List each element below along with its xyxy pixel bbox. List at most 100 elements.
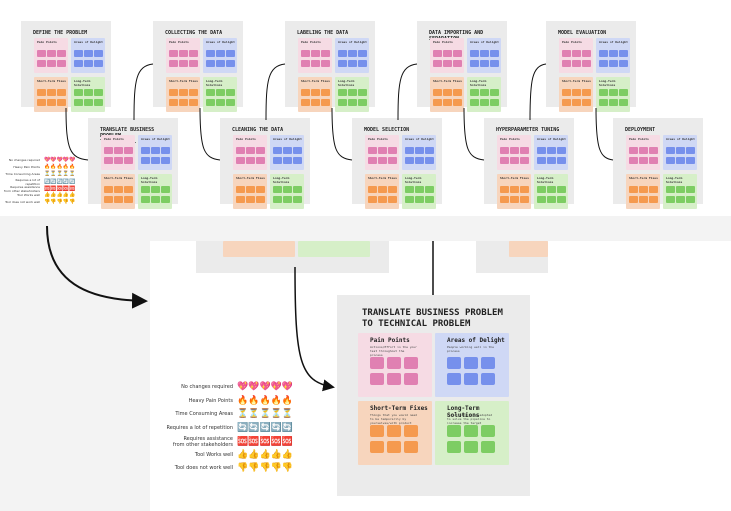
quadrant-long[interactable]: Long-Term Solutions bbox=[663, 174, 697, 209]
sticky-note[interactable] bbox=[169, 50, 178, 57]
quadrant-short[interactable]: Short-Term Fixes bbox=[233, 174, 267, 209]
quadrant-short[interactable]: Short-Term Fixes bbox=[559, 77, 593, 112]
sticky-note[interactable] bbox=[676, 186, 685, 193]
sticky-note[interactable] bbox=[470, 60, 479, 67]
sticky-note[interactable] bbox=[547, 186, 556, 193]
quadrant-pain[interactable]: Pain Points bbox=[101, 135, 135, 170]
sticky-note[interactable] bbox=[311, 60, 320, 67]
sticky-note[interactable] bbox=[639, 186, 648, 193]
sticky-note[interactable] bbox=[338, 50, 347, 57]
quadrant-short[interactable]: Short-Term Fixes bbox=[626, 174, 660, 209]
sticky-note[interactable] bbox=[520, 157, 529, 164]
sticky-note[interactable] bbox=[425, 147, 434, 154]
sticky-note[interactable] bbox=[490, 89, 499, 96]
sticky-note[interactable] bbox=[293, 186, 302, 193]
sticky-note[interactable] bbox=[104, 196, 113, 203]
quadrant-long[interactable]: Long-Term Solutions bbox=[402, 174, 436, 209]
sticky-note[interactable] bbox=[609, 89, 618, 96]
sticky-note[interactable] bbox=[368, 147, 377, 154]
sticky-note[interactable] bbox=[84, 60, 93, 67]
sticky-note[interactable] bbox=[114, 196, 123, 203]
sticky-note[interactable] bbox=[481, 441, 495, 453]
quadrant-short[interactable]: Short-Term Fixes bbox=[430, 77, 464, 112]
sticky-note[interactable] bbox=[283, 186, 292, 193]
sticky-note[interactable] bbox=[368, 157, 377, 164]
sticky-note[interactable] bbox=[378, 186, 387, 193]
sticky-note[interactable] bbox=[464, 441, 478, 453]
sticky-note[interactable] bbox=[582, 50, 591, 57]
sticky-note[interactable] bbox=[404, 357, 418, 369]
sticky-note[interactable] bbox=[206, 99, 215, 106]
sticky-note[interactable] bbox=[433, 60, 442, 67]
sticky-note[interactable] bbox=[161, 186, 170, 193]
stage-frame-translate[interactable]: TRANSLATE BUSINESS PROBLEM TO TECHNICAL … bbox=[88, 118, 178, 209]
quadrant-delight[interactable]: Areas of Delight bbox=[663, 135, 697, 170]
sticky-note[interactable] bbox=[378, 147, 387, 154]
sticky-note[interactable] bbox=[321, 89, 330, 96]
quadrant-delight[interactable]: Areas of Delight bbox=[270, 135, 304, 170]
quadrant-long[interactable]: Long-Term Solutions bbox=[270, 174, 304, 209]
quadrant-long[interactable]: Long-Term Solutions bbox=[596, 77, 630, 112]
sticky-note[interactable] bbox=[480, 99, 489, 106]
sticky-note[interactable] bbox=[537, 157, 546, 164]
sticky-note[interactable] bbox=[490, 50, 499, 57]
sticky-note[interactable] bbox=[490, 99, 499, 106]
quadrant-short[interactable]: Short-Term Fixes bbox=[34, 77, 68, 112]
sticky-note[interactable] bbox=[370, 357, 384, 369]
sticky-note[interactable] bbox=[404, 441, 418, 453]
sticky-note[interactable] bbox=[84, 50, 93, 57]
sticky-note[interactable] bbox=[256, 157, 265, 164]
quadrant-pain[interactable]: Pain Points bbox=[559, 38, 593, 73]
quadrant-delight[interactable]: Areas of Delight bbox=[467, 38, 501, 73]
sticky-note[interactable] bbox=[619, 50, 628, 57]
quadrant-pain[interactable]: Pain Points bbox=[298, 38, 332, 73]
sticky-note[interactable] bbox=[388, 157, 397, 164]
sticky-note[interactable] bbox=[311, 50, 320, 57]
sticky-note[interactable] bbox=[169, 89, 178, 96]
sticky-note[interactable] bbox=[666, 147, 675, 154]
sticky-note[interactable] bbox=[141, 147, 150, 154]
sticky-note[interactable] bbox=[206, 89, 215, 96]
quadrant-long[interactable]: Long-Term Solutions bbox=[467, 77, 501, 112]
sticky-note[interactable] bbox=[547, 196, 556, 203]
sticky-note[interactable] bbox=[686, 196, 695, 203]
sticky-note[interactable] bbox=[370, 425, 384, 437]
sticky-note[interactable] bbox=[378, 196, 387, 203]
sticky-note[interactable] bbox=[236, 196, 245, 203]
sticky-note[interactable] bbox=[206, 50, 215, 57]
sticky-note[interactable] bbox=[547, 147, 556, 154]
sticky-note[interactable] bbox=[510, 186, 519, 193]
quadrant-pain[interactable]: Pain Points bbox=[166, 38, 200, 73]
sticky-note[interactable] bbox=[358, 50, 367, 57]
sticky-note[interactable] bbox=[124, 196, 133, 203]
sticky-note[interactable] bbox=[236, 186, 245, 193]
sticky-note[interactable] bbox=[358, 99, 367, 106]
sticky-note[interactable] bbox=[321, 60, 330, 67]
sticky-note[interactable] bbox=[388, 147, 397, 154]
sticky-note[interactable] bbox=[338, 89, 347, 96]
sticky-note[interactable] bbox=[547, 157, 556, 164]
sticky-note[interactable] bbox=[236, 157, 245, 164]
sticky-note[interactable] bbox=[562, 99, 571, 106]
sticky-note[interactable] bbox=[321, 50, 330, 57]
sticky-note[interactable] bbox=[370, 441, 384, 453]
sticky-note[interactable] bbox=[537, 186, 546, 193]
sticky-note[interactable] bbox=[500, 186, 509, 193]
sticky-note[interactable] bbox=[283, 147, 292, 154]
sticky-note[interactable] bbox=[425, 196, 434, 203]
sticky-note[interactable] bbox=[293, 157, 302, 164]
sticky-note[interactable] bbox=[293, 147, 302, 154]
sticky-note[interactable] bbox=[301, 60, 310, 67]
sticky-note[interactable] bbox=[387, 425, 401, 437]
sticky-note[interactable] bbox=[405, 157, 414, 164]
sticky-note[interactable] bbox=[425, 186, 434, 193]
sticky-note[interactable] bbox=[582, 89, 591, 96]
stage-frame-import[interactable]: DATA IMPORTING AND SEPARATIONPain Points… bbox=[417, 21, 507, 112]
sticky-note[interactable] bbox=[500, 196, 509, 203]
sticky-note[interactable] bbox=[74, 50, 83, 57]
sticky-note[interactable] bbox=[562, 89, 571, 96]
